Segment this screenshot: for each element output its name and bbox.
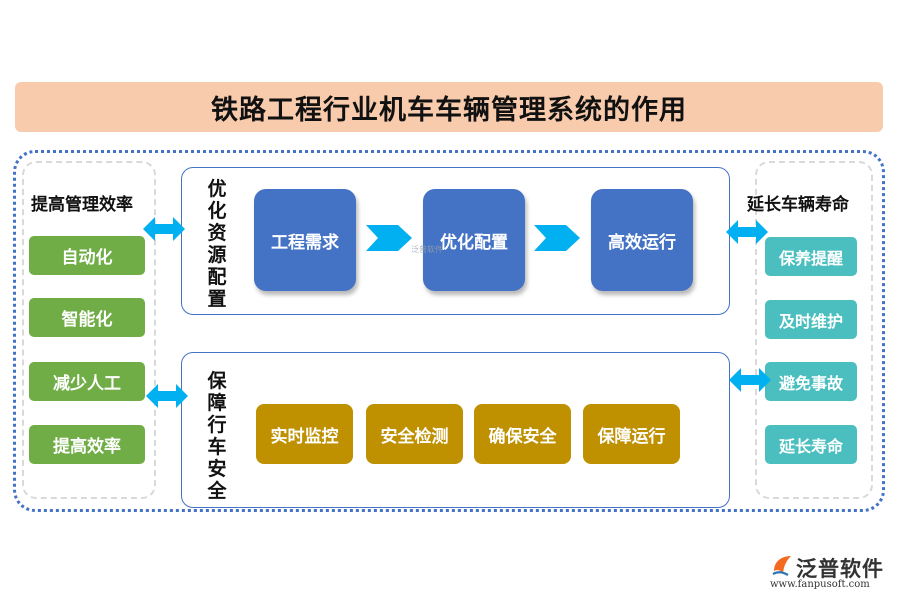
left-item-improve-efficiency: 提高效率: [29, 425, 145, 464]
left-item-intelligent: 智能化: [29, 298, 145, 337]
left-item-automation: 自动化: [29, 236, 145, 275]
outer-frame: [13, 150, 885, 512]
logo-name: 泛普软件: [796, 557, 884, 581]
right-item-maintenance-reminder: 保养提醒: [765, 237, 857, 276]
left-panel-title: 提高管理效率: [31, 195, 133, 215]
item-ensure-safety: 确保安全: [474, 404, 571, 464]
logo-url: www.fanpusoft.com: [770, 579, 870, 590]
step-optimize-config: 优化配置: [423, 189, 525, 291]
right-item-avoid-accident: 避免事故: [765, 362, 857, 401]
right-panel: [755, 161, 873, 499]
double-arrow-icon: [146, 384, 188, 408]
right-panel-title: 延长车辆寿命: [747, 195, 849, 215]
left-item-reduce-labor: 减少人工: [29, 362, 145, 401]
item-realtime-monitoring: 实时监控: [256, 404, 353, 464]
double-arrow-icon: [729, 368, 771, 392]
chevron-right-icon: [366, 225, 412, 251]
item-safety-inspection: 安全检测: [366, 404, 463, 464]
step-efficient-operation: 高效运行: [591, 189, 693, 291]
step-engineering-demand: 工程需求: [254, 189, 356, 291]
diagram-title: 铁路工程行业机车车辆管理系统的作用: [15, 82, 883, 132]
chevron-right-icon: [534, 225, 580, 251]
right-item-extend-life: 延长寿命: [765, 425, 857, 464]
left-panel: [22, 161, 156, 499]
fanpu-logo-icon: [772, 556, 791, 576]
watermark: 泛普软件: [411, 245, 443, 254]
resource-optimization-label: 优化资源配置: [207, 178, 227, 310]
driving-safety-label: 保障行车安全: [207, 370, 227, 502]
right-item-timely-repair: 及时维护: [765, 300, 857, 339]
double-arrow-icon: [143, 217, 185, 241]
item-guarantee-operation: 保障运行: [583, 404, 680, 464]
double-arrow-icon: [726, 220, 768, 244]
